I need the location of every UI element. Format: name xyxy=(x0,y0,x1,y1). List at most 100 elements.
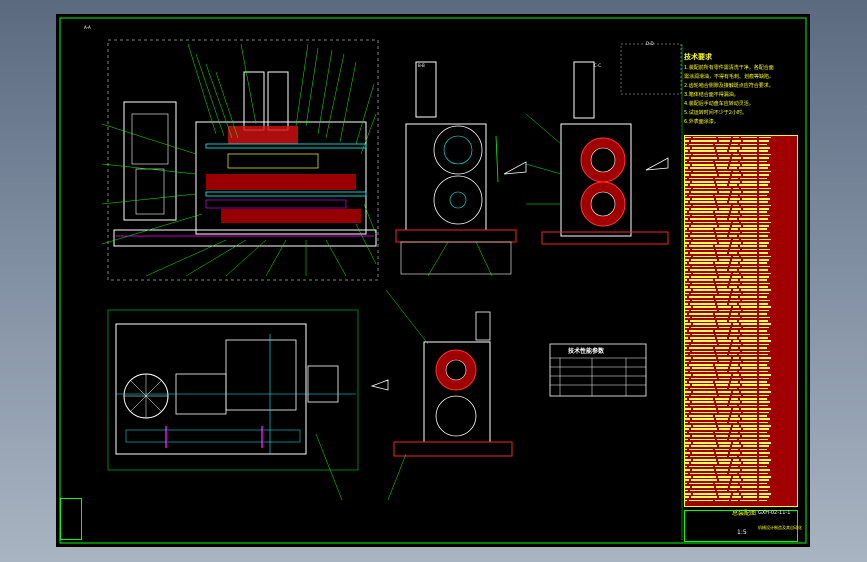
parts-list-row xyxy=(685,400,797,403)
parts-list-row xyxy=(685,458,797,461)
parts-list-row xyxy=(685,482,797,485)
section-label: D-D xyxy=(646,41,654,46)
section-label: B-B xyxy=(418,63,425,68)
parts-list-row xyxy=(685,421,797,424)
parts-list-row xyxy=(685,251,797,254)
parts-list-row xyxy=(685,312,797,315)
parts-list-row xyxy=(685,336,797,339)
parts-list-row xyxy=(685,465,797,468)
parts-list-row xyxy=(685,377,797,380)
parts-list-row xyxy=(685,163,797,166)
drawing-sheet: 技术要求 1.装配前所有零件需清洗干净，各配合面 需涂润滑油，不得有毛刺、划痕等… xyxy=(56,14,810,547)
parts-list-row xyxy=(685,407,797,410)
parts-list-row xyxy=(685,156,797,159)
parts-list-row xyxy=(685,431,797,434)
parts-list-row xyxy=(685,438,797,441)
technical-notes-title: 技术要求 xyxy=(684,53,712,61)
parts-list-row xyxy=(685,167,797,170)
parts-list-row xyxy=(685,455,797,458)
parts-list-row xyxy=(685,245,797,248)
parts-list-row xyxy=(685,187,797,190)
parts-list-row xyxy=(685,299,797,302)
parts-list-row xyxy=(685,136,797,139)
parts-list-row xyxy=(685,217,797,220)
parts-list-row xyxy=(685,462,797,465)
parts-list-row xyxy=(685,292,797,295)
parts-list-row xyxy=(685,373,797,376)
parts-list-row xyxy=(685,143,797,146)
performance-table-title: 技术性能参数 xyxy=(568,348,605,355)
parts-list-row xyxy=(685,326,797,329)
parts-list-row xyxy=(685,329,797,332)
parts-list-row xyxy=(685,153,797,156)
parts-list-row xyxy=(685,139,797,142)
cad-drawing-canvas xyxy=(59,17,807,544)
parts-list-row xyxy=(685,434,797,437)
technical-note-line: 2.齿轮啮合侧隙及接触斑点应符合要求。 xyxy=(684,83,774,89)
parts-list-row xyxy=(685,414,797,417)
parts-list-row xyxy=(685,339,797,342)
parts-list-row xyxy=(685,360,797,363)
technical-note-line: 4.装配后手动盘车应转动灵活。 xyxy=(684,101,754,107)
parts-list-row xyxy=(685,353,797,356)
parts-list-row xyxy=(685,221,797,224)
parts-list-row xyxy=(685,468,797,471)
parts-list-row xyxy=(685,241,797,244)
parts-list-row xyxy=(685,370,797,373)
parts-list-row xyxy=(685,200,797,203)
parts-list-row xyxy=(685,441,797,444)
technical-note-line: 6.外表面涂漆。 xyxy=(684,119,719,125)
parts-list-row xyxy=(685,404,797,407)
main-section-view xyxy=(101,39,379,281)
parts-list-row xyxy=(685,495,797,498)
parts-list-row xyxy=(685,346,797,349)
section-label: A-A xyxy=(84,25,91,30)
parts-list-table xyxy=(684,135,798,507)
parts-list-row xyxy=(685,451,797,454)
parts-list-row xyxy=(685,394,797,397)
parts-list-row xyxy=(685,411,797,414)
parts-list-row xyxy=(685,234,797,237)
parts-list-row xyxy=(685,448,797,451)
technical-note-line: 3.箱体结合面不得漏油。 xyxy=(684,92,739,98)
parts-list-row xyxy=(685,268,797,271)
parts-list-row xyxy=(685,363,797,366)
technical-note-line: 1.装配前所有零件需清洗干净，各配合面 xyxy=(684,65,774,71)
parts-list-row xyxy=(685,238,797,241)
parts-list-row xyxy=(685,190,797,193)
parts-list-row xyxy=(685,302,797,305)
parts-list-row xyxy=(685,197,797,200)
side-view-1 xyxy=(395,61,527,277)
parts-list-row xyxy=(685,180,797,183)
parts-list-row xyxy=(685,380,797,383)
parts-list-row xyxy=(685,183,797,186)
parts-list-row xyxy=(685,445,797,448)
parts-list-row xyxy=(685,211,797,214)
performance-table xyxy=(549,343,647,397)
side-view-2 xyxy=(525,43,682,245)
parts-list-row xyxy=(685,387,797,390)
parts-list-row xyxy=(685,204,797,207)
parts-list-row xyxy=(685,397,797,400)
parts-list-row xyxy=(685,384,797,387)
parts-list-row xyxy=(685,289,797,292)
parts-list-row xyxy=(685,282,797,285)
parts-list-row xyxy=(685,356,797,359)
parts-list-row xyxy=(685,248,797,251)
parts-list-row xyxy=(685,261,797,264)
parts-list-row xyxy=(685,343,797,346)
parts-list-row xyxy=(685,150,797,153)
parts-list-row xyxy=(685,214,797,217)
parts-list-row xyxy=(685,207,797,210)
parts-list-row xyxy=(685,417,797,420)
parts-list-row xyxy=(685,231,797,234)
parts-list-row xyxy=(685,322,797,325)
parts-list-row xyxy=(685,424,797,427)
section-label: C-C xyxy=(594,63,602,68)
technical-note-line: 需涂润滑油，不得有毛刺、划痕等缺陷。 xyxy=(684,74,775,80)
parts-list-row xyxy=(685,146,797,149)
parts-list-row xyxy=(685,319,797,322)
parts-list-row xyxy=(685,228,797,231)
parts-list-row xyxy=(685,272,797,275)
parts-list-row xyxy=(685,265,797,268)
